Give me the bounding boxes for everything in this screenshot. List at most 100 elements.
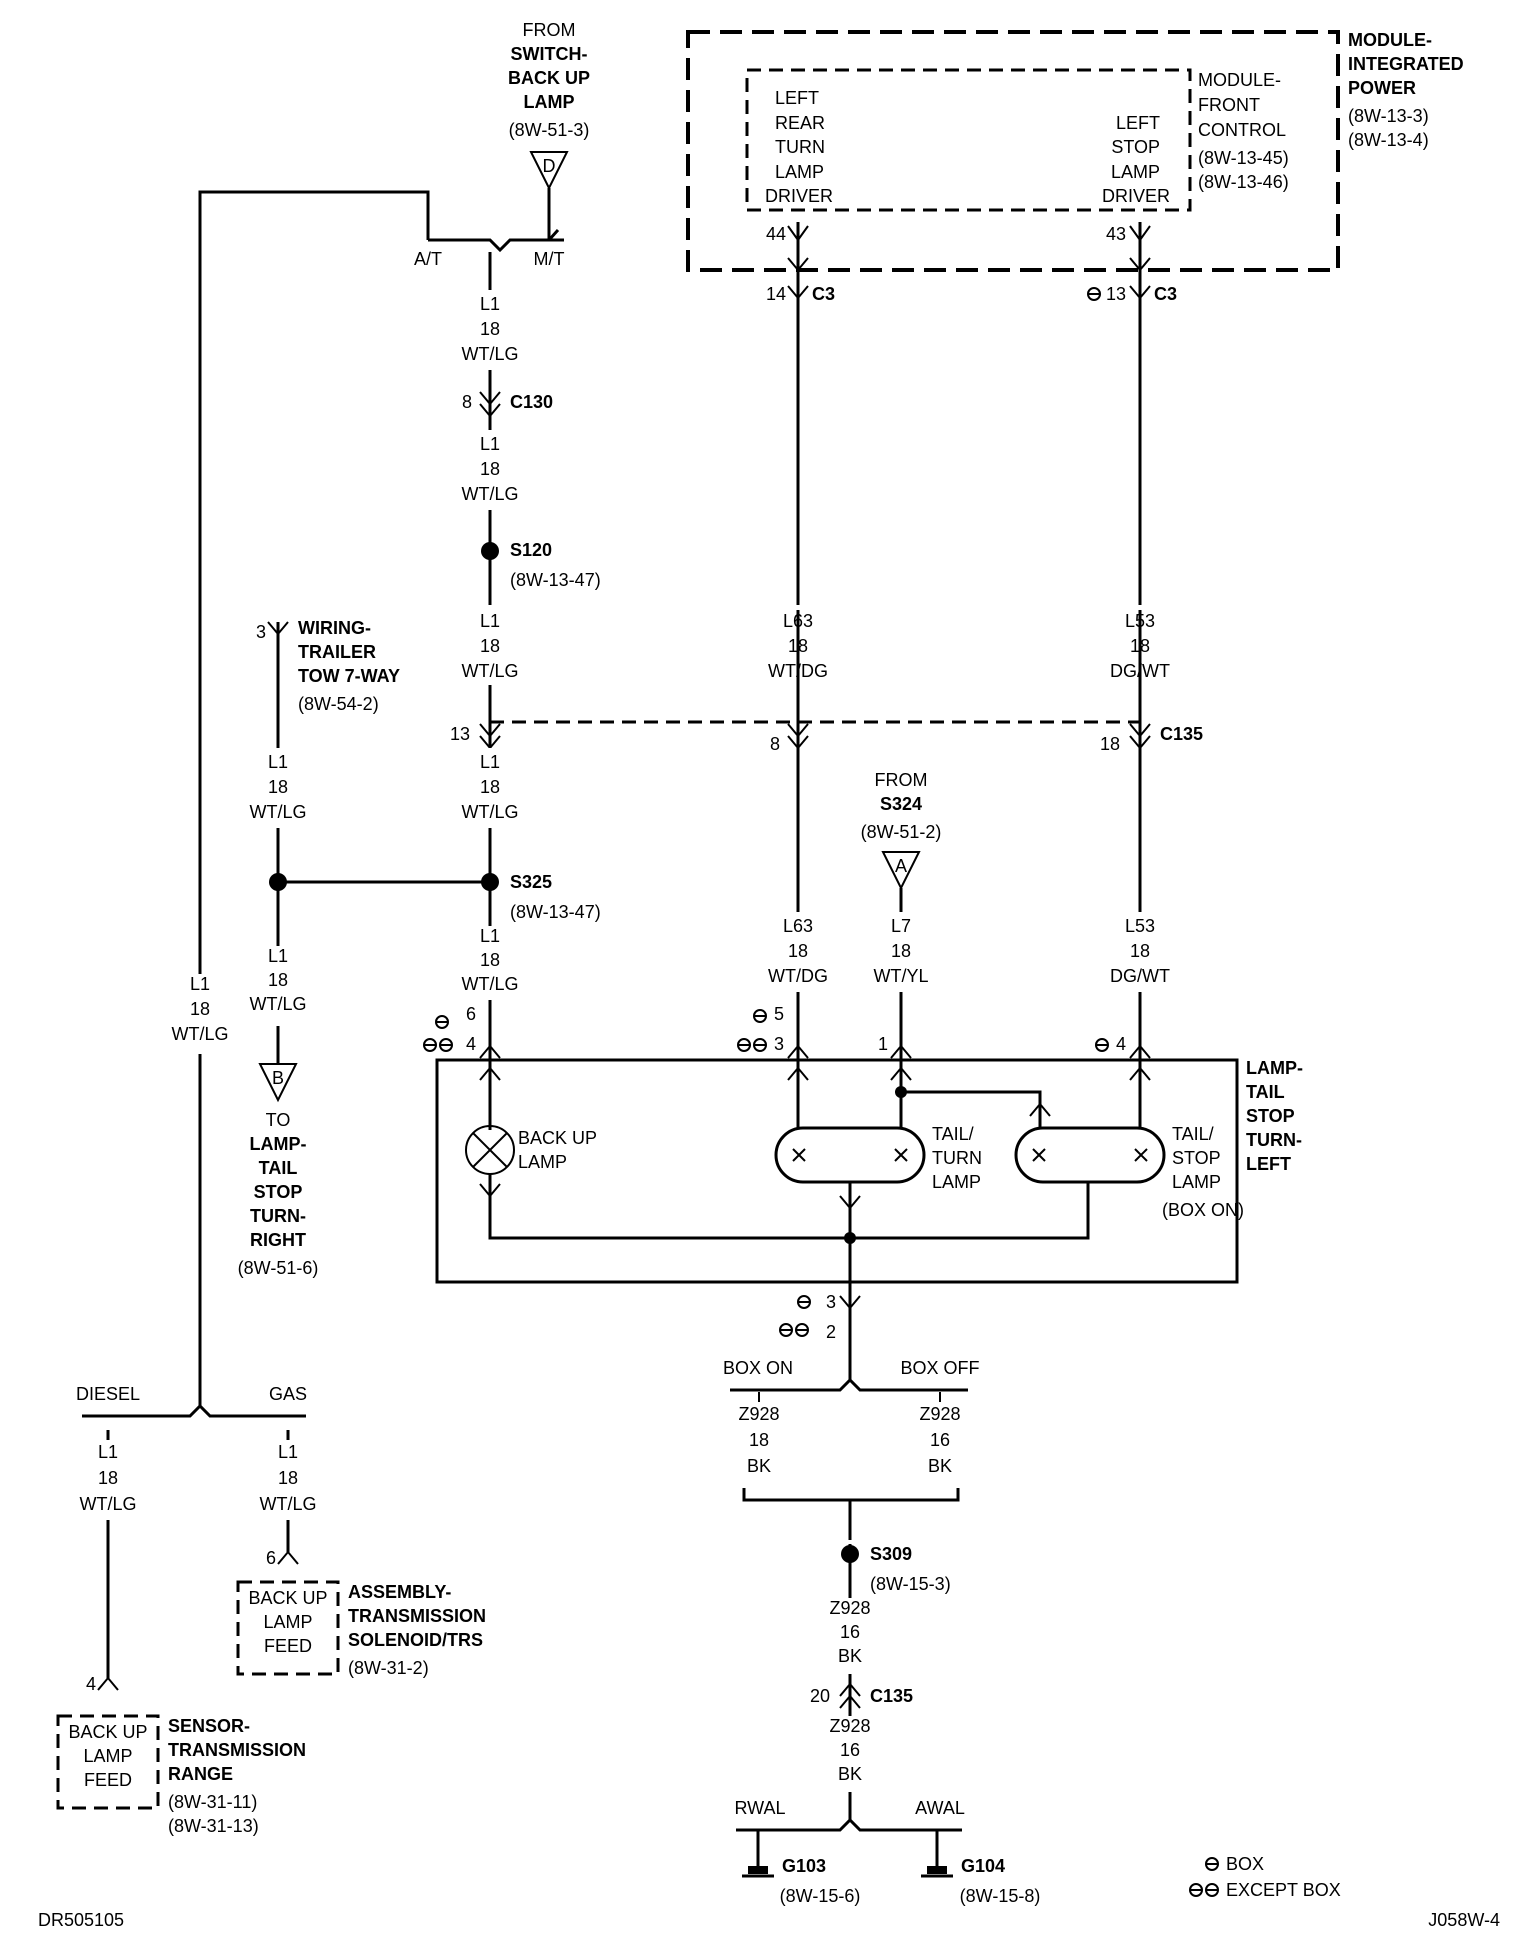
- svg-text:13: 13: [450, 724, 470, 744]
- svg-text:LEFT: LEFT: [775, 88, 819, 108]
- svg-text:L7: L7: [891, 916, 911, 936]
- svg-text:(8W-13-46): (8W-13-46): [1198, 172, 1289, 192]
- svg-text:REAR: REAR: [775, 113, 825, 133]
- svg-text:(8W-13-4): (8W-13-4): [1348, 130, 1429, 150]
- svg-text:18: 18: [788, 941, 808, 961]
- to-lamp-tail-stop-turn-right: B TO LAMP- TAIL STOP TURN- RIGHT (8W-51-…: [238, 1026, 318, 1278]
- diagram-id: DR505105: [38, 1910, 124, 1930]
- module-integrated-power-outline: [686, 30, 1340, 272]
- wire-label-l1-e: L1 18 WT/LG: [458, 926, 522, 1000]
- svg-text:DG/WT: DG/WT: [1110, 966, 1170, 986]
- left-rear-turn-lamp-driver: LEFT REAR TURN LAMP DRIVER 44: [765, 88, 833, 244]
- wire-label-l1-c: L1 18 WT/LG: [458, 605, 522, 685]
- svg-text:TRANSMISSION: TRANSMISSION: [168, 1740, 306, 1760]
- box-on-off-split: BOX ON BOX OFF: [723, 1358, 980, 1402]
- svg-text:POWER: POWER: [1348, 78, 1416, 98]
- from-switch-back-up-lamp: FROM SWITCH- BACK UP LAMP (8W-51-3) D: [508, 20, 590, 191]
- svg-text:20: 20: [810, 1686, 830, 1706]
- left-stop-lamp-driver: LEFT STOP LAMP DRIVER 43: [1102, 113, 1170, 244]
- svg-text:WT/LG: WT/LG: [462, 802, 519, 822]
- svg-text:S309: S309: [870, 1544, 912, 1564]
- wire-label-l53-b: L53 18 DG/WT: [1108, 912, 1172, 992]
- svg-text:G103: G103: [782, 1856, 826, 1876]
- connector-c3-right: 13 C3: [1087, 284, 1177, 304]
- svg-text:CONTROL: CONTROL: [1198, 120, 1286, 140]
- svg-text:BK: BK: [838, 1646, 862, 1666]
- back-up-lamp-bulb: BACK UP LAMP: [465, 1060, 1090, 1240]
- svg-text:(8W-31-13): (8W-31-13): [168, 1816, 259, 1836]
- svg-text:WT/LG: WT/LG: [260, 1494, 317, 1514]
- svg-text:3: 3: [774, 1034, 784, 1054]
- svg-text:FRONT: FRONT: [1198, 95, 1260, 115]
- svg-text:TURN: TURN: [775, 137, 825, 157]
- module-integrated-power-label: MODULE- INTEGRATED POWER (8W-13-3) (8W-1…: [1348, 30, 1464, 150]
- connector-c135-bottom: 20 C135: [810, 1682, 913, 1709]
- wire-label-l63-b: L63 18 WT/DG: [766, 912, 830, 992]
- svg-text:RWAL: RWAL: [734, 1798, 785, 1818]
- svg-text:TRAILER: TRAILER: [298, 642, 376, 662]
- svg-text:18: 18: [1100, 734, 1120, 754]
- svg-text:BOX: BOX: [1226, 1854, 1264, 1874]
- svg-text:C3: C3: [1154, 284, 1177, 304]
- svg-text:LEFT: LEFT: [1246, 1154, 1291, 1174]
- svg-text:L53: L53: [1125, 916, 1155, 936]
- svg-text:RIGHT: RIGHT: [250, 1230, 306, 1250]
- svg-text:LAMP: LAMP: [1172, 1172, 1221, 1192]
- svg-text:BOX ON: BOX ON: [723, 1358, 793, 1378]
- svg-text:M/T: M/T: [534, 249, 565, 269]
- svg-text:A/T: A/T: [414, 249, 442, 269]
- svg-text:FEED: FEED: [84, 1770, 132, 1790]
- svg-text:(8W-13-3): (8W-13-3): [1348, 106, 1429, 126]
- svg-text:MODULE-: MODULE-: [1348, 30, 1432, 50]
- svg-text:WT/LG: WT/LG: [462, 484, 519, 504]
- rwal-awal-split: RWAL AWAL: [734, 1798, 965, 1870]
- svg-text:L1: L1: [190, 974, 210, 994]
- svg-text:LAMP-: LAMP-: [250, 1134, 307, 1154]
- svg-text:18: 18: [480, 459, 500, 479]
- svg-text:18: 18: [480, 636, 500, 656]
- svg-text:8: 8: [770, 734, 780, 754]
- svg-text:BK: BK: [838, 1764, 862, 1784]
- wire-label-l1-a: L1 18 WT/LG: [458, 290, 522, 370]
- svg-text:WT/DG: WT/DG: [768, 966, 828, 986]
- assembly-transmission-solenoid-trs: 6 BACK UP LAMP FEED ASSEMBLY- TRANSMISSI…: [236, 1548, 486, 1678]
- svg-text:5: 5: [774, 1004, 784, 1024]
- svg-text:18: 18: [268, 970, 288, 990]
- wire-label-l7: L7 18 WT/YL: [869, 912, 933, 992]
- svg-text:TURN-: TURN-: [1246, 1130, 1302, 1150]
- svg-text:18: 18: [480, 319, 500, 339]
- svg-text:BACK UP: BACK UP: [518, 1128, 597, 1148]
- svg-text:L1: L1: [268, 752, 288, 772]
- lamp-ground-pins: 3 2: [779, 1292, 861, 1342]
- svg-text:L1: L1: [480, 752, 500, 772]
- svg-text:DIESEL: DIESEL: [76, 1384, 140, 1404]
- svg-text:L1: L1: [480, 434, 500, 454]
- svg-text:Z928: Z928: [738, 1404, 779, 1424]
- svg-text:LAMP: LAMP: [1111, 162, 1160, 182]
- module-front-control-label: MODULE- FRONT CONTROL (8W-13-45) (8W-13-…: [1198, 70, 1289, 192]
- wire-label-l1-d: L1 18 WT/LG: [458, 748, 522, 828]
- svg-text:WT/LG: WT/LG: [462, 974, 519, 994]
- svg-text:SOLENOID/TRS: SOLENOID/TRS: [348, 1630, 483, 1650]
- svg-text:2: 2: [826, 1322, 836, 1342]
- svg-text:18: 18: [480, 950, 500, 970]
- svg-text:(8W-51-2): (8W-51-2): [861, 822, 942, 842]
- svg-text:L1: L1: [480, 611, 500, 631]
- svg-text:18: 18: [891, 941, 911, 961]
- wire-label-l1-right: L1 18 WT/LG: [246, 946, 310, 1026]
- svg-text:LEFT: LEFT: [1116, 113, 1160, 133]
- svg-text:C130: C130: [510, 392, 553, 412]
- svg-text:LAMP: LAMP: [83, 1746, 132, 1766]
- svg-text:18: 18: [1130, 941, 1150, 961]
- lamp-tail-stop-turn-left-outline: [435, 1058, 1239, 1284]
- svg-text:18: 18: [749, 1430, 769, 1450]
- svg-text:FEED: FEED: [264, 1636, 312, 1656]
- svg-text:TAIL: TAIL: [259, 1158, 298, 1178]
- svg-text:WT/LG: WT/LG: [80, 1494, 137, 1514]
- svg-text:DRIVER: DRIVER: [1102, 186, 1170, 206]
- svg-text:44: 44: [766, 224, 786, 244]
- svg-text:ASSEMBLY-: ASSEMBLY-: [348, 1582, 451, 1602]
- svg-text:B: B: [272, 1068, 284, 1088]
- svg-text:A: A: [895, 856, 907, 876]
